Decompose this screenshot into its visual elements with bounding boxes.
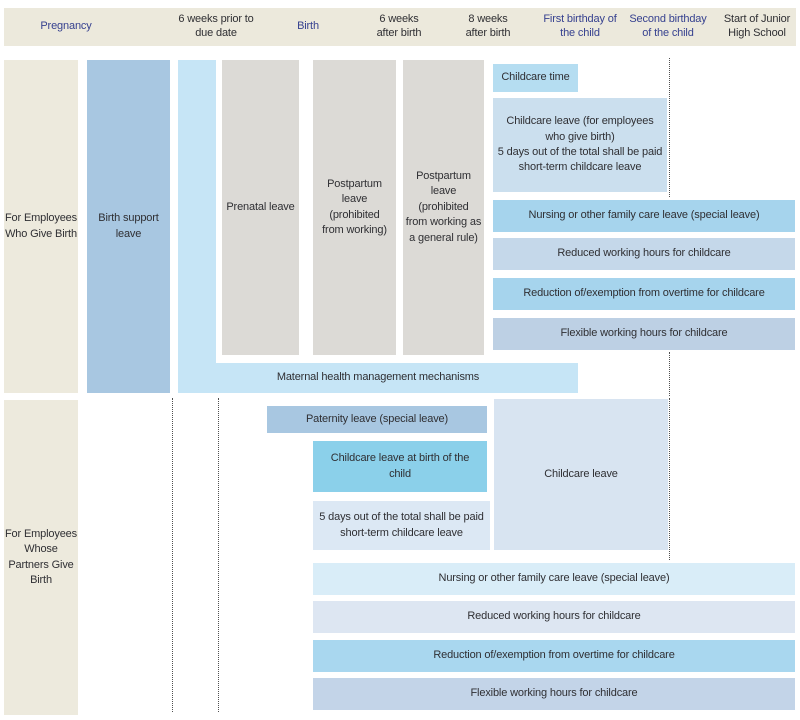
- bar-reduced-working-hours-top: Reduced working hours for childcare: [493, 238, 795, 270]
- timeline-label-junior-high: Start of Junior High School: [723, 13, 791, 39]
- timeline-label-pregnancy: Pregnancy: [40, 20, 92, 33]
- prenatal-start-dotted-line-bottom: [218, 398, 219, 712]
- row-label-employees-whose-partners-give-birth: For Employees Whose Partners Give Birth: [4, 400, 78, 715]
- bar-overtime-reduction-top: Reduction of/exemption from overtime for…: [493, 278, 795, 310]
- bar-childcare-leave-bottom: Childcare leave: [494, 399, 668, 550]
- bar-nursing-family-care-leave-top: Nursing or other family care leave (spec…: [493, 200, 795, 232]
- bar-reduced-working-hours-bottom: Reduced working hours for childcare: [313, 601, 795, 633]
- bar-paternity-leave: Paternity leave (special leave): [267, 406, 487, 433]
- bar-flexible-working-hours-bottom: Flexible working hours for childcare: [313, 678, 795, 710]
- timeline-label-birth: Birth: [297, 20, 319, 33]
- bar-childcare-leave-for-employees: Childcare leave (for employees who give …: [493, 98, 667, 192]
- bar-prenatal-leave: Prenatal leave: [222, 60, 299, 355]
- bar-childcare-leave-at-birth: Childcare leave at birth of the child: [313, 441, 487, 492]
- timeline-label-6-weeks-after: 6 weeks after birth: [376, 13, 422, 39]
- bar-childcare-time: Childcare time: [493, 64, 578, 92]
- timeline-label-8-weeks-after: 8 weeks after birth: [465, 13, 511, 39]
- second-birthday-dotted-line-bottom: [669, 398, 670, 560]
- childcare-leave-title: Childcare leave (for employees who give …: [506, 115, 654, 143]
- second-birthday-dotted-line-top-lower: [669, 352, 670, 396]
- second-birthday-dotted-line-top: [669, 58, 670, 197]
- timeline-label-first-birthday: First birthday of the child: [543, 13, 617, 39]
- six-weeks-prior-dotted-line-bottom: [172, 398, 173, 712]
- bar-flexible-working-hours-top: Flexible working hours for childcare: [493, 318, 795, 350]
- bar-overtime-reduction-bottom: Reduction of/exemption from overtime for…: [313, 640, 795, 672]
- bar-maternal-health-management: Maternal health management mechanisms: [178, 363, 578, 393]
- timeline-header-band: [4, 8, 796, 46]
- bar-five-day-paid-note: 5 days out of the total shall be paid sh…: [313, 501, 490, 550]
- timeline-label-6-weeks-prior: 6 weeks prior to due date: [178, 13, 254, 39]
- bar-nursing-family-care-leave-bottom: Nursing or other family care leave (spec…: [313, 563, 795, 595]
- bar-postpartum-leave-general-rule: Postpartum leave (prohibited from workin…: [403, 60, 484, 355]
- maternal-health-vertical-strip: [178, 60, 216, 393]
- childcare-leave-note: 5 days out of the total shall be paid sh…: [497, 146, 663, 174]
- timeline-label-second-birthday: Second birthday of the child: [629, 13, 707, 39]
- bar-postpartum-leave-prohibited: Postpartum leave (prohibited from workin…: [313, 60, 396, 355]
- row-label-employees-who-give-birth: For Employees Who Give Birth: [4, 60, 78, 393]
- bar-birth-support-leave: Birth support leave: [87, 60, 170, 393]
